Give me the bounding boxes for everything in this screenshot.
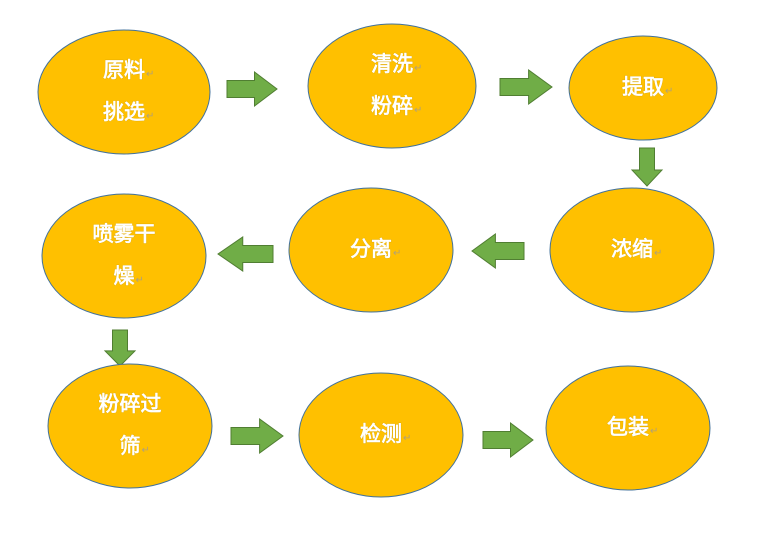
step-ellipse xyxy=(37,29,211,155)
step-ellipse xyxy=(568,35,718,141)
paragraph-mark-icon: ↵ xyxy=(654,248,662,259)
step-ellipse xyxy=(41,193,207,319)
step-node-extraction: 提取↵ xyxy=(568,35,718,141)
paragraph-mark-icon: ↵ xyxy=(650,426,658,437)
step-ellipse xyxy=(545,365,711,491)
paragraph-mark-icon: ↵ xyxy=(414,63,422,74)
step-node-separation: 分离↵ xyxy=(288,187,454,313)
step-ellipse xyxy=(549,187,715,313)
step-label-line: 粉碎过 xyxy=(99,392,162,416)
flow-arrow-right-icon xyxy=(482,421,534,459)
paragraph-mark-icon: ↵ xyxy=(393,248,401,259)
step-node-inspection: 检测↵ xyxy=(298,372,464,498)
step-label-line: 检测 xyxy=(360,422,402,446)
flow-arrow-down-icon xyxy=(630,147,664,187)
flow-arrow-left-icon xyxy=(217,236,274,272)
step-node-concentration: 浓缩↵ xyxy=(549,187,715,313)
flow-arrow-down-icon xyxy=(103,329,137,367)
step-node-packaging: 包装↵ xyxy=(545,365,711,491)
flow-arrow-right-icon xyxy=(230,418,284,454)
step-label-line: 粉碎 xyxy=(371,94,413,118)
paragraph-mark-icon: ↵ xyxy=(146,69,154,80)
paragraph-mark-icon: ↵ xyxy=(665,86,673,97)
flow-arrow-left-icon xyxy=(471,233,525,269)
step-node-raw-material-selection: 原料↵挑选↵ xyxy=(37,29,211,155)
step-ellipse xyxy=(307,23,477,149)
step-label-line: 清洗 xyxy=(371,52,413,76)
step-label-line: 筛 xyxy=(120,434,141,458)
step-label-line: 喷雾干 xyxy=(93,222,156,246)
step-label-line: 挑选 xyxy=(103,100,145,124)
paragraph-mark-icon: ↵ xyxy=(136,275,144,286)
paragraph-mark-icon: ↵ xyxy=(414,105,422,116)
step-label-line: 提取 xyxy=(622,75,664,99)
step-label-line: 原料 xyxy=(103,58,145,82)
flow-arrow-right-icon xyxy=(499,69,553,105)
paragraph-mark-icon: ↵ xyxy=(403,433,411,444)
step-ellipse xyxy=(288,187,454,313)
step-label-line: 分离 xyxy=(350,237,392,261)
paragraph-mark-icon: ↵ xyxy=(146,111,154,122)
step-label-line: 包装 xyxy=(607,415,649,439)
step-ellipse xyxy=(47,363,213,489)
flow-arrow-right-icon xyxy=(226,70,278,108)
step-label-line: 浓缩 xyxy=(611,237,653,261)
step-node-wash-crush: 清洗↵粉碎↵ xyxy=(307,23,477,149)
paragraph-mark-icon: ↵ xyxy=(142,445,150,456)
step-label-line: 燥 xyxy=(114,264,136,288)
step-ellipse xyxy=(298,372,464,498)
